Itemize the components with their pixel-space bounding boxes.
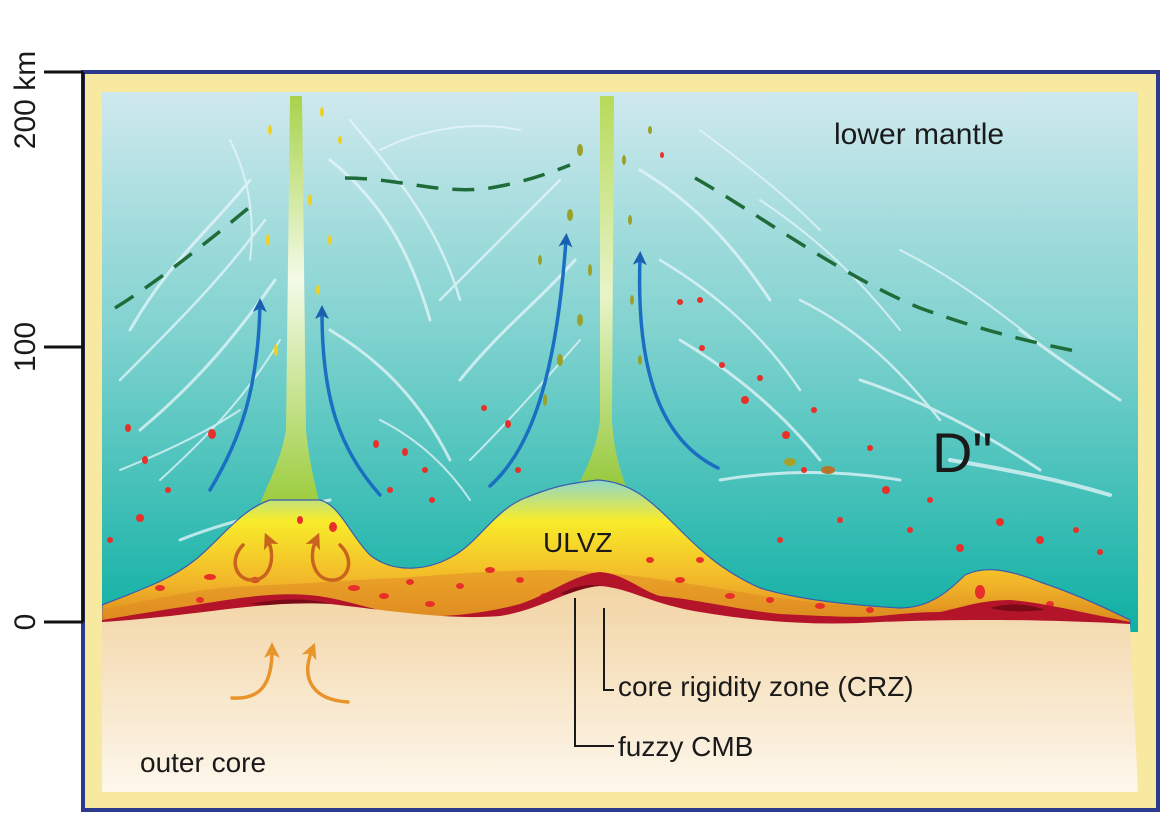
crz-pointer [603,608,614,691]
flow-arrow-left-2 [315,305,382,497]
crz-label: core rigidity zone (CRZ) [618,671,914,702]
depth-axis: 200 km 100 0 [9,51,85,631]
axis-label-0: 0 [9,614,42,631]
ulvz-label: ULVZ [543,527,613,558]
plume-left [260,96,320,505]
flow-arrow-right-1 [488,233,573,488]
flow-arrow-left-1 [208,298,267,492]
flow-arrow-right-2 [632,251,720,470]
mantle-flow-streaks [118,118,1122,542]
fuzzy-cmb-pointer [574,598,614,747]
core-arrow-right [301,642,350,704]
ulvz-swirl-left [233,532,279,582]
label-pointers [574,598,614,747]
axis-label-200km: 200 km [9,51,42,149]
ulvz-convection-arrows [233,532,351,582]
core-convection-arrows [230,642,350,704]
d-double-prime-blobs [107,297,1103,555]
plume-particles [266,107,664,406]
outer-core-label: outer core [140,747,266,778]
plume-right [575,96,628,492]
d-double-prime-label: D" [932,421,992,484]
outer-core-region [102,586,1138,792]
fuzzy-cmb-label: fuzzy CMB [618,731,753,762]
axis-label-100: 100 [9,322,42,372]
mantle-flow-arrows [208,233,720,497]
ulvz-swirl-right [305,532,351,582]
lower-mantle-label: lower mantle [834,118,1004,151]
core-arrow-left [230,642,280,700]
d-double-prime-top-boundary [114,163,1081,354]
